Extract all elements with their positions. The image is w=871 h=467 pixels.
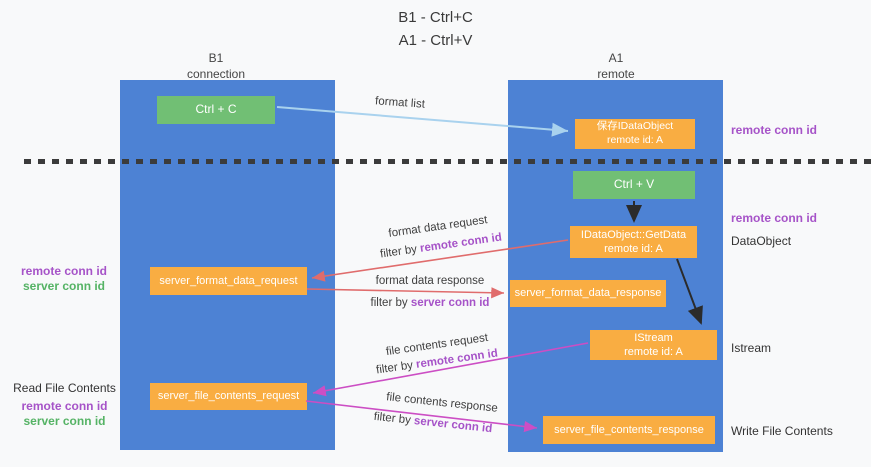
diagram-title: B1 - Ctrl+C A1 - Ctrl+V [0, 7, 871, 52]
save-idataobject-title: 保存IDataObject [596, 120, 674, 133]
format-data-response-filter-label: filter by server conn id [350, 297, 510, 309]
idataobject-getdata-box: IDataObject::GetData remote id: A [570, 226, 697, 258]
ctrl-v-box: Ctrl + V [573, 171, 695, 199]
left-remote-conn-id: remote conn id [20, 264, 107, 278]
left-server-conn-id: server conn id [22, 279, 106, 293]
remote-conn-id-annotation-top: remote conn id [731, 123, 818, 137]
server-format-data-request-label: server_format_data_request [159, 274, 298, 287]
format-data-response-label: format data response [375, 275, 485, 287]
server-conn-id-text: server conn id [410, 297, 490, 309]
lifeline-header-a1: A1 remote [556, 50, 676, 82]
copy-paste-separator-dashed-line [24, 159, 871, 164]
file-conn-id-annotation: Read File Contents remote conn id server… [12, 381, 117, 429]
remote-conn-id-annotation-mid: remote conn id [731, 211, 818, 225]
title-line-1: B1 - Ctrl+C [398, 9, 473, 26]
format-data-response-arrow [306, 287, 505, 299]
write-file-contents-annotation: Write File Contents [731, 424, 833, 438]
filter-by-text: filter by [373, 410, 412, 427]
lifeline-a1-role: remote [597, 67, 635, 82]
lifeline-b1-role: connection [186, 67, 246, 82]
ctrl-v-label: Ctrl + V [613, 177, 655, 192]
format-list-label: format list [374, 95, 426, 111]
server-file-contents-request-label: server_file_contents_request [157, 390, 300, 403]
left-remote-conn-id: remote conn id [21, 399, 108, 413]
filter-by-text: filter by [379, 243, 418, 261]
ctrl-c-label: Ctrl + C [195, 102, 237, 117]
istream-box: IStream remote id: A [590, 330, 717, 360]
filter-by-text: filter by [375, 359, 414, 377]
read-file-contents-label: Read File Contents [13, 381, 116, 395]
server-file-contents-response-box: server_file_contents_response [543, 416, 715, 444]
save-idataobject-remote-id: remote id: A [606, 134, 664, 146]
save-idataobject-box: 保存IDataObject remote id: A [575, 119, 695, 149]
istream-annotation: Istream [731, 341, 772, 355]
server-format-data-response-label: server_format_data_response [514, 287, 662, 300]
lifeline-header-b1: B1 connection [156, 50, 276, 82]
server-file-contents-request-box: server_file_contents_request [150, 383, 307, 410]
server-conn-id-text: server conn id [413, 415, 493, 436]
getdata-title: IDataObject::GetData [580, 228, 687, 241]
dataobject-annotation: DataObject [731, 234, 792, 248]
lifeline-b1-name: B1 [208, 51, 224, 65]
server-file-contents-response-label: server_file_contents_response [554, 423, 704, 436]
server-format-data-request-box: server_format_data_request [150, 267, 307, 295]
server-format-data-response-box: server_format_data_response [510, 280, 666, 307]
format-conn-id-annotation: remote conn id server conn id [14, 264, 114, 294]
left-server-conn-id: server conn id [23, 414, 106, 428]
getdata-remote-id: remote id: A [604, 243, 663, 255]
istream-remote-id: remote id: A [624, 346, 683, 358]
lifeline-a1-name: A1 [608, 51, 624, 65]
title-line-2: A1 - Ctrl+V [398, 31, 473, 49]
ctrl-c-box: Ctrl + C [157, 96, 275, 124]
istream-title: IStream [634, 331, 673, 344]
filter-by-text: filter by [370, 297, 408, 309]
remote-conn-id-text: remote conn id [419, 231, 503, 255]
